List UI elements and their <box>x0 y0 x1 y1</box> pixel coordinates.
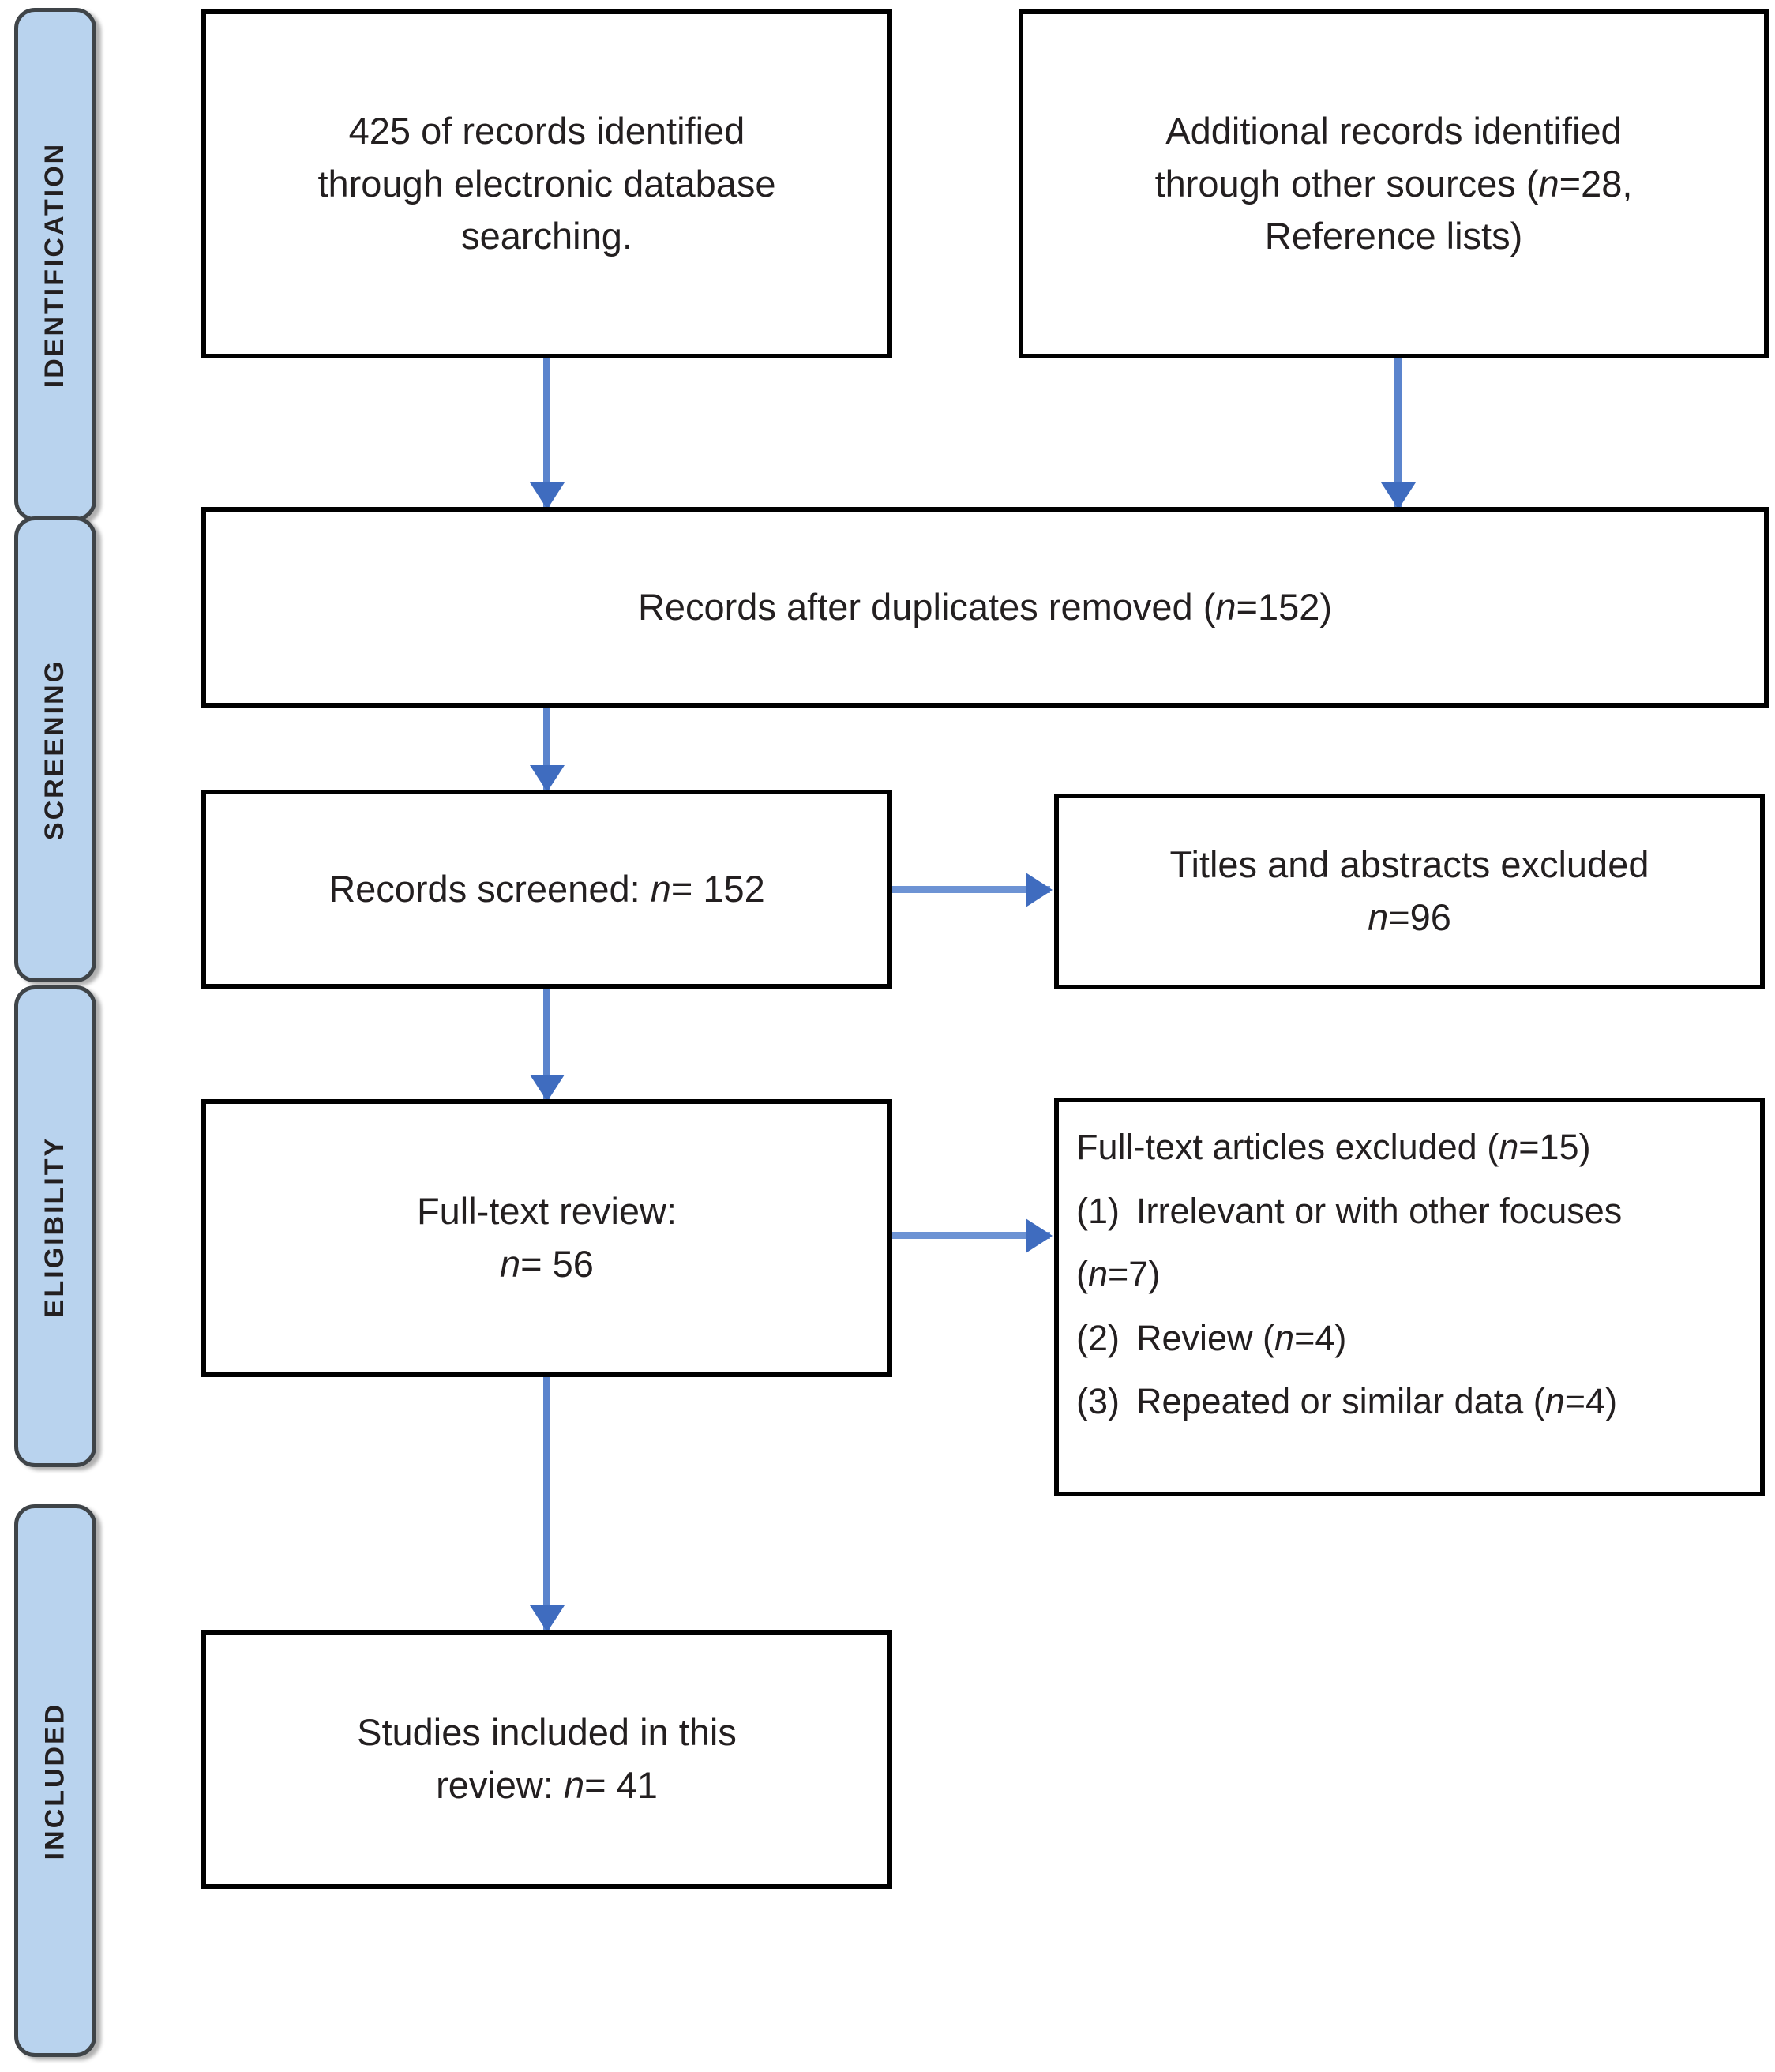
database-records-line3: searching. <box>461 215 632 257</box>
exclusion-reason-2: (2) Review (n=4) <box>1076 1316 1743 1362</box>
duplicates-removed-prefix: Records after duplicates removed ( <box>637 585 1216 628</box>
records-screened-suffix: = 152 <box>670 867 765 910</box>
exclusion-reason-2-index: (2) <box>1076 1317 1120 1358</box>
other-sources-line3: Reference lists) <box>1264 215 1523 257</box>
studies-included-line1: Studies included in this <box>357 1711 737 1754</box>
fulltext-review-line1: Full-text review: <box>416 1190 677 1233</box>
titles-excluded-n: n <box>1368 896 1389 938</box>
studies-included-line2-prefix: review: <box>436 1764 564 1806</box>
box-studies-included: Studies included in this review: n= 41 <box>201 1630 892 1889</box>
fulltext-review-n: n <box>500 1243 521 1285</box>
box-duplicates-removed-text: Records after duplicates removed (n=152) <box>638 581 1332 634</box>
box-records-screened: Records screened: n= 152 <box>201 790 892 989</box>
arrow-fulltext-to-excluded <box>892 1232 1050 1239</box>
exclusion-reason-1: (1) Irrelevant or with other focuses <box>1076 1188 1743 1235</box>
box-fulltext-excluded: Full-text articles excluded (n=15) (1)Ir… <box>1054 1098 1765 1496</box>
exclusion-reason-2-text: Review ( <box>1136 1317 1275 1358</box>
studies-included-n: n <box>564 1764 585 1806</box>
box-fulltext-review: Full-text review: n= 56 <box>201 1099 892 1377</box>
database-records-line1: 425 of records identified <box>348 109 745 152</box>
exclusion-reason-3-text: Repeated or similar data ( <box>1136 1381 1545 1421</box>
fulltext-excluded-heading: Full-text articles excluded (n=15) <box>1076 1124 1743 1171</box>
exclusion-reason-2-close: =4) <box>1294 1317 1347 1358</box>
exclusion-reason-3: (3) Repeated or similar data (n=4) <box>1076 1379 1743 1425</box>
other-sources-line1: Additional records identified <box>1165 109 1622 152</box>
box-studies-included-text: Studies included in this review: n= 41 <box>357 1706 737 1811</box>
stage-pill-screening: SCREENING <box>14 516 96 982</box>
box-database-records-text: 425 of records identified through electr… <box>317 105 775 263</box>
arrow-database-to-duplicates <box>543 358 550 507</box>
fulltext-excluded-heading-suffix: =15) <box>1518 1127 1591 1167</box>
box-fulltext-excluded-text: Full-text articles excluded (n=15) (1)Ir… <box>1076 1124 1743 1425</box>
exclusion-reason-3-n: n <box>1544 1381 1565 1421</box>
exclusion-reason-1-text: Irrelevant or with other focuses <box>1136 1190 1623 1231</box>
fulltext-review-n-suffix: = 56 <box>520 1243 594 1285</box>
stage-label-included: INCLUDED <box>39 1702 70 1860</box>
fulltext-excluded-heading-n: n <box>1499 1127 1519 1167</box>
box-other-sources: Additional records identified through ot… <box>1019 9 1769 358</box>
exclusion-reason-1-open: ( <box>1076 1254 1088 1294</box>
stage-label-eligibility: ELIGIBILITY <box>39 1135 70 1317</box>
box-records-screened-text: Records screened: n= 152 <box>328 863 765 916</box>
exclusion-reason-2-n: n <box>1274 1317 1295 1358</box>
box-database-records: 425 of records identified through electr… <box>201 9 892 358</box>
stage-pill-included: INCLUDED <box>14 1504 96 2057</box>
duplicates-removed-suffix: =152) <box>1236 585 1333 628</box>
box-duplicates-removed: Records after duplicates removed (n=152) <box>201 507 1769 708</box>
stage-pill-identification: IDENTIFICATION <box>14 8 96 521</box>
box-titles-excluded: Titles and abstracts excluded n=96 <box>1054 794 1765 989</box>
records-screened-prefix: Records screened: <box>328 867 651 910</box>
box-other-sources-text: Additional records identified through ot… <box>1155 105 1633 263</box>
studies-included-line2-suffix: = 41 <box>584 1764 658 1806</box>
arrow-screened-to-titles-excluded <box>892 886 1050 893</box>
stage-pill-eligibility: ELIGIBILITY <box>14 985 96 1467</box>
other-sources-line2-suffix: =28, <box>1559 162 1633 205</box>
records-screened-n: n <box>650 867 671 910</box>
arrow-duplicates-to-screened <box>543 708 550 790</box>
titles-excluded-n-suffix: =96 <box>1388 896 1451 938</box>
exclusion-reason-1-n: n <box>1088 1254 1109 1294</box>
duplicates-removed-n: n <box>1215 585 1236 628</box>
arrow-screened-to-fulltext <box>543 989 550 1099</box>
titles-excluded-line1: Titles and abstracts excluded <box>1169 843 1649 886</box>
stage-label-screening: SCREENING <box>39 659 70 840</box>
other-sources-line2-prefix: through other sources ( <box>1154 162 1539 205</box>
exclusion-reason-1-close: =7) <box>1108 1254 1161 1294</box>
exclusion-reason-1-index: (1) <box>1076 1190 1120 1231</box>
database-records-line2: through electronic database <box>317 162 776 205</box>
arrow-fulltext-to-included <box>543 1377 550 1630</box>
fulltext-excluded-heading-prefix: Full-text articles excluded ( <box>1076 1127 1499 1167</box>
exclusion-reason-1-count: (n=7) <box>1076 1252 1743 1298</box>
exclusion-reason-3-index: (3) <box>1076 1381 1120 1421</box>
other-sources-line2-n: n <box>1538 162 1559 205</box>
box-titles-excluded-text: Titles and abstracts excluded n=96 <box>1170 839 1649 944</box>
box-fulltext-review-text: Full-text review: n= 56 <box>417 1185 677 1290</box>
arrow-other-sources-to-duplicates <box>1394 358 1402 507</box>
stage-label-identification: IDENTIFICATION <box>39 141 70 388</box>
exclusion-reason-3-close: =4) <box>1564 1381 1618 1421</box>
